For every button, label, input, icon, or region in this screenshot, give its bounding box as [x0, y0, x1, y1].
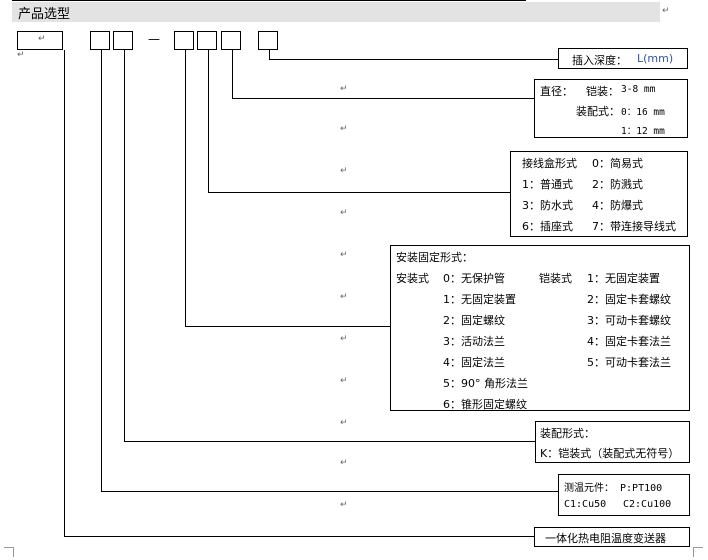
element-c1: C1:Cu50 [564, 499, 607, 510]
return-mark: ↵ [340, 500, 348, 510]
crop-mark [4, 547, 14, 557]
mounting-armored-option: 1：无固定装置 [587, 272, 660, 285]
junction-option: 0：简易式 [592, 157, 643, 170]
return-mark: ↵ [340, 292, 348, 302]
mounting-armored-option: 3：可动卡套螺纹 [587, 314, 671, 327]
code-dash: — [148, 32, 160, 46]
connector-mounting [185, 326, 390, 327]
junction-box-label: 接线盒形式 [522, 157, 577, 170]
diameter-assembly-16: 0：16 mm [621, 107, 665, 118]
product-name-box: 一体化热电阻温度变送器 [534, 527, 690, 547]
section-header-bar [12, 2, 660, 22]
return-mark: ↵ [340, 376, 348, 386]
connector-mounting [185, 50, 186, 327]
return-mark: ↵ [340, 334, 348, 344]
insertion-depth-value: L(mm) [637, 52, 674, 65]
code-box-assembly [113, 31, 133, 50]
return-mark: ↵ [340, 250, 348, 260]
return-mark: ↵ [662, 6, 670, 16]
code-box-junction [197, 31, 217, 50]
mounting-armored-option: 2：固定卡套螺纹 [587, 293, 671, 306]
section-title: 产品选型 [18, 7, 71, 22]
element-box: 测温元件： P:PT100 C1:Cu50 C2:Cu100 [558, 474, 690, 516]
crop-mark [693, 547, 703, 557]
mounting-assembly-option: 1：无固定装置 [443, 293, 516, 306]
assembly-form-k-option: K：铠装式（装配式无符号） [540, 447, 680, 460]
junction-option: 1：普通式 [522, 178, 573, 191]
mounting-armored-option: 4：固定卡套法兰 [587, 335, 671, 348]
code-box-diameter [221, 31, 241, 50]
diameter-assembly-12: 1：12 mm [621, 126, 665, 137]
mounting-assembly-option: 3：活动法兰 [443, 335, 505, 348]
insertion-depth-label: 插入深度： [572, 54, 627, 67]
code-box-product [17, 31, 63, 50]
insertion-depth-box: 插入深度： L(mm) [558, 48, 688, 69]
mounting-assembly-option: 0：无保护管 [443, 272, 505, 285]
junction-option: 4：防爆式 [592, 199, 643, 212]
assembly-form-box: 装配形式： K：铠装式（装配式无符号） [535, 421, 690, 463]
connector-diameter [232, 50, 233, 99]
connector-assembly [124, 441, 535, 442]
mounting-armored-option: 5：可动卡套法兰 [587, 356, 671, 369]
junction-option: 6：插座式 [522, 220, 573, 233]
connector-depth [269, 50, 270, 60]
connector-depth [269, 59, 558, 60]
mounting-assembly-option: 2：固定螺纹 [443, 314, 505, 327]
mounting-assembly-option: 4：固定法兰 [443, 356, 505, 369]
return-mark: ↵ [38, 34, 46, 44]
connector-junction [208, 50, 209, 193]
mounting-assembly-label: 安装式 [396, 272, 429, 285]
code-box-depth [258, 31, 278, 50]
element-title: 测温元件： P:PT100 [564, 483, 663, 494]
diameter-armored-value: 3-8 mm [621, 84, 656, 95]
connector-element [101, 491, 558, 492]
diameter-label: 直径： [540, 85, 573, 98]
mounting-title: 安装固定形式： [396, 251, 473, 264]
return-mark: ↵ [17, 50, 25, 60]
return-mark: ↵ [340, 124, 348, 134]
mounting-assembly-option: 5：90° 角形法兰 [443, 377, 528, 390]
assembly-form-title: 装配形式： [540, 427, 595, 440]
connector-product [64, 50, 65, 537]
return-mark: ↵ [340, 208, 348, 218]
code-box-element [90, 31, 110, 50]
connector-product [64, 536, 534, 537]
mounting-armored-label: 铠装式 [539, 272, 572, 285]
element-c2: C2:Cu100 [623, 499, 672, 510]
return-mark: ↵ [340, 418, 348, 428]
product-name: 一体化热电阻温度变送器 [545, 532, 666, 545]
diameter-assembly-label: 装配式： [576, 105, 620, 118]
junction-box-panel: 接线盒形式 0：简易式 1：普通式 2：防溅式 3：防水式 4：防爆式 6：插座… [510, 151, 688, 237]
connector-assembly [124, 50, 125, 442]
top-rule [12, 0, 526, 1]
code-box-mounting [174, 31, 194, 50]
mounting-box: 安装固定形式： 安装式 0：无保护管 1：无固定装置 2：固定螺纹 3：活动法兰… [390, 245, 690, 411]
connector-element [101, 50, 102, 492]
mounting-assembly-option: 6：锥形固定螺纹 [443, 398, 527, 411]
return-mark: ↵ [340, 458, 348, 468]
connector-junction [208, 192, 510, 193]
junction-option: 2：防溅式 [592, 178, 643, 191]
junction-option: 3：防水式 [522, 199, 573, 212]
diameter-armored-label: 铠装： [586, 85, 619, 98]
return-mark: ↵ [340, 166, 348, 176]
return-mark: ↵ [340, 84, 348, 94]
diameter-box: 直径： 铠装： 3-8 mm 装配式： 0：16 mm 1：12 mm [534, 79, 688, 138]
junction-option: 7：带连接导线式 [592, 220, 676, 233]
connector-diameter [232, 98, 534, 99]
